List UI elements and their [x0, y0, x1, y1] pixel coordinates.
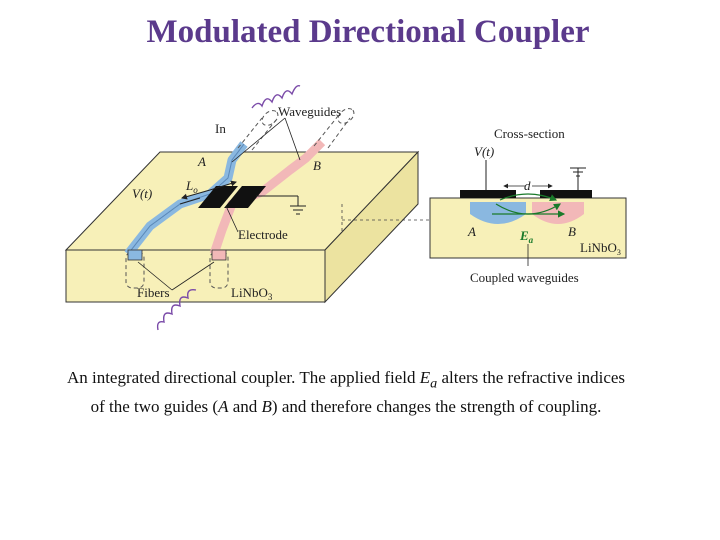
fiber-tip-b — [211, 249, 227, 261]
length-arrow — [181, 189, 211, 200]
coupled-waveguides-label: Coupled waveguides — [470, 270, 579, 285]
output-wave — [156, 288, 197, 331]
cs-electrode-left — [460, 190, 516, 198]
input-fibers — [237, 108, 355, 151]
waveguide-b — [209, 138, 326, 256]
fiber-tip-a — [127, 249, 143, 261]
cs-a-label: A — [467, 224, 476, 239]
projection-lines — [341, 204, 430, 232]
in-label: In — [215, 121, 226, 136]
chip-side-face — [324, 150, 419, 304]
page-title: Modulated Directional Coupler — [146, 14, 590, 50]
guide-b-label: B — [313, 158, 321, 173]
voltage-wire — [179, 195, 306, 215]
length-label: Lo — [185, 178, 198, 195]
fibers-label: Fibers — [137, 285, 170, 300]
cs-guide-a — [470, 202, 526, 224]
chip-front-face — [65, 249, 326, 303]
input-wave — [251, 84, 301, 109]
voltage-label: V(t) — [132, 186, 152, 201]
cs-voltage-label: V(t) — [474, 144, 494, 159]
electrodes — [198, 186, 266, 208]
cs-electrode-right — [540, 190, 592, 198]
cs-substrate-label: LiNbO3 — [580, 240, 621, 257]
field-lines — [492, 193, 566, 218]
field-label: Ea — [519, 228, 534, 245]
cross-section — [429, 160, 627, 266]
cs-b-label: B — [568, 224, 576, 239]
figure-caption: An integrated directional coupler. The a… — [66, 368, 626, 417]
electrode-label: Electrode — [238, 227, 288, 242]
leader-lines — [137, 117, 301, 291]
waveguides-label: Waveguides — [278, 104, 341, 119]
gap-label: d — [524, 178, 531, 193]
guide-a-label: A — [197, 154, 206, 169]
cross-section-label: Cross-section — [494, 126, 565, 141]
substrate-label: LiNbO3 — [231, 285, 273, 302]
